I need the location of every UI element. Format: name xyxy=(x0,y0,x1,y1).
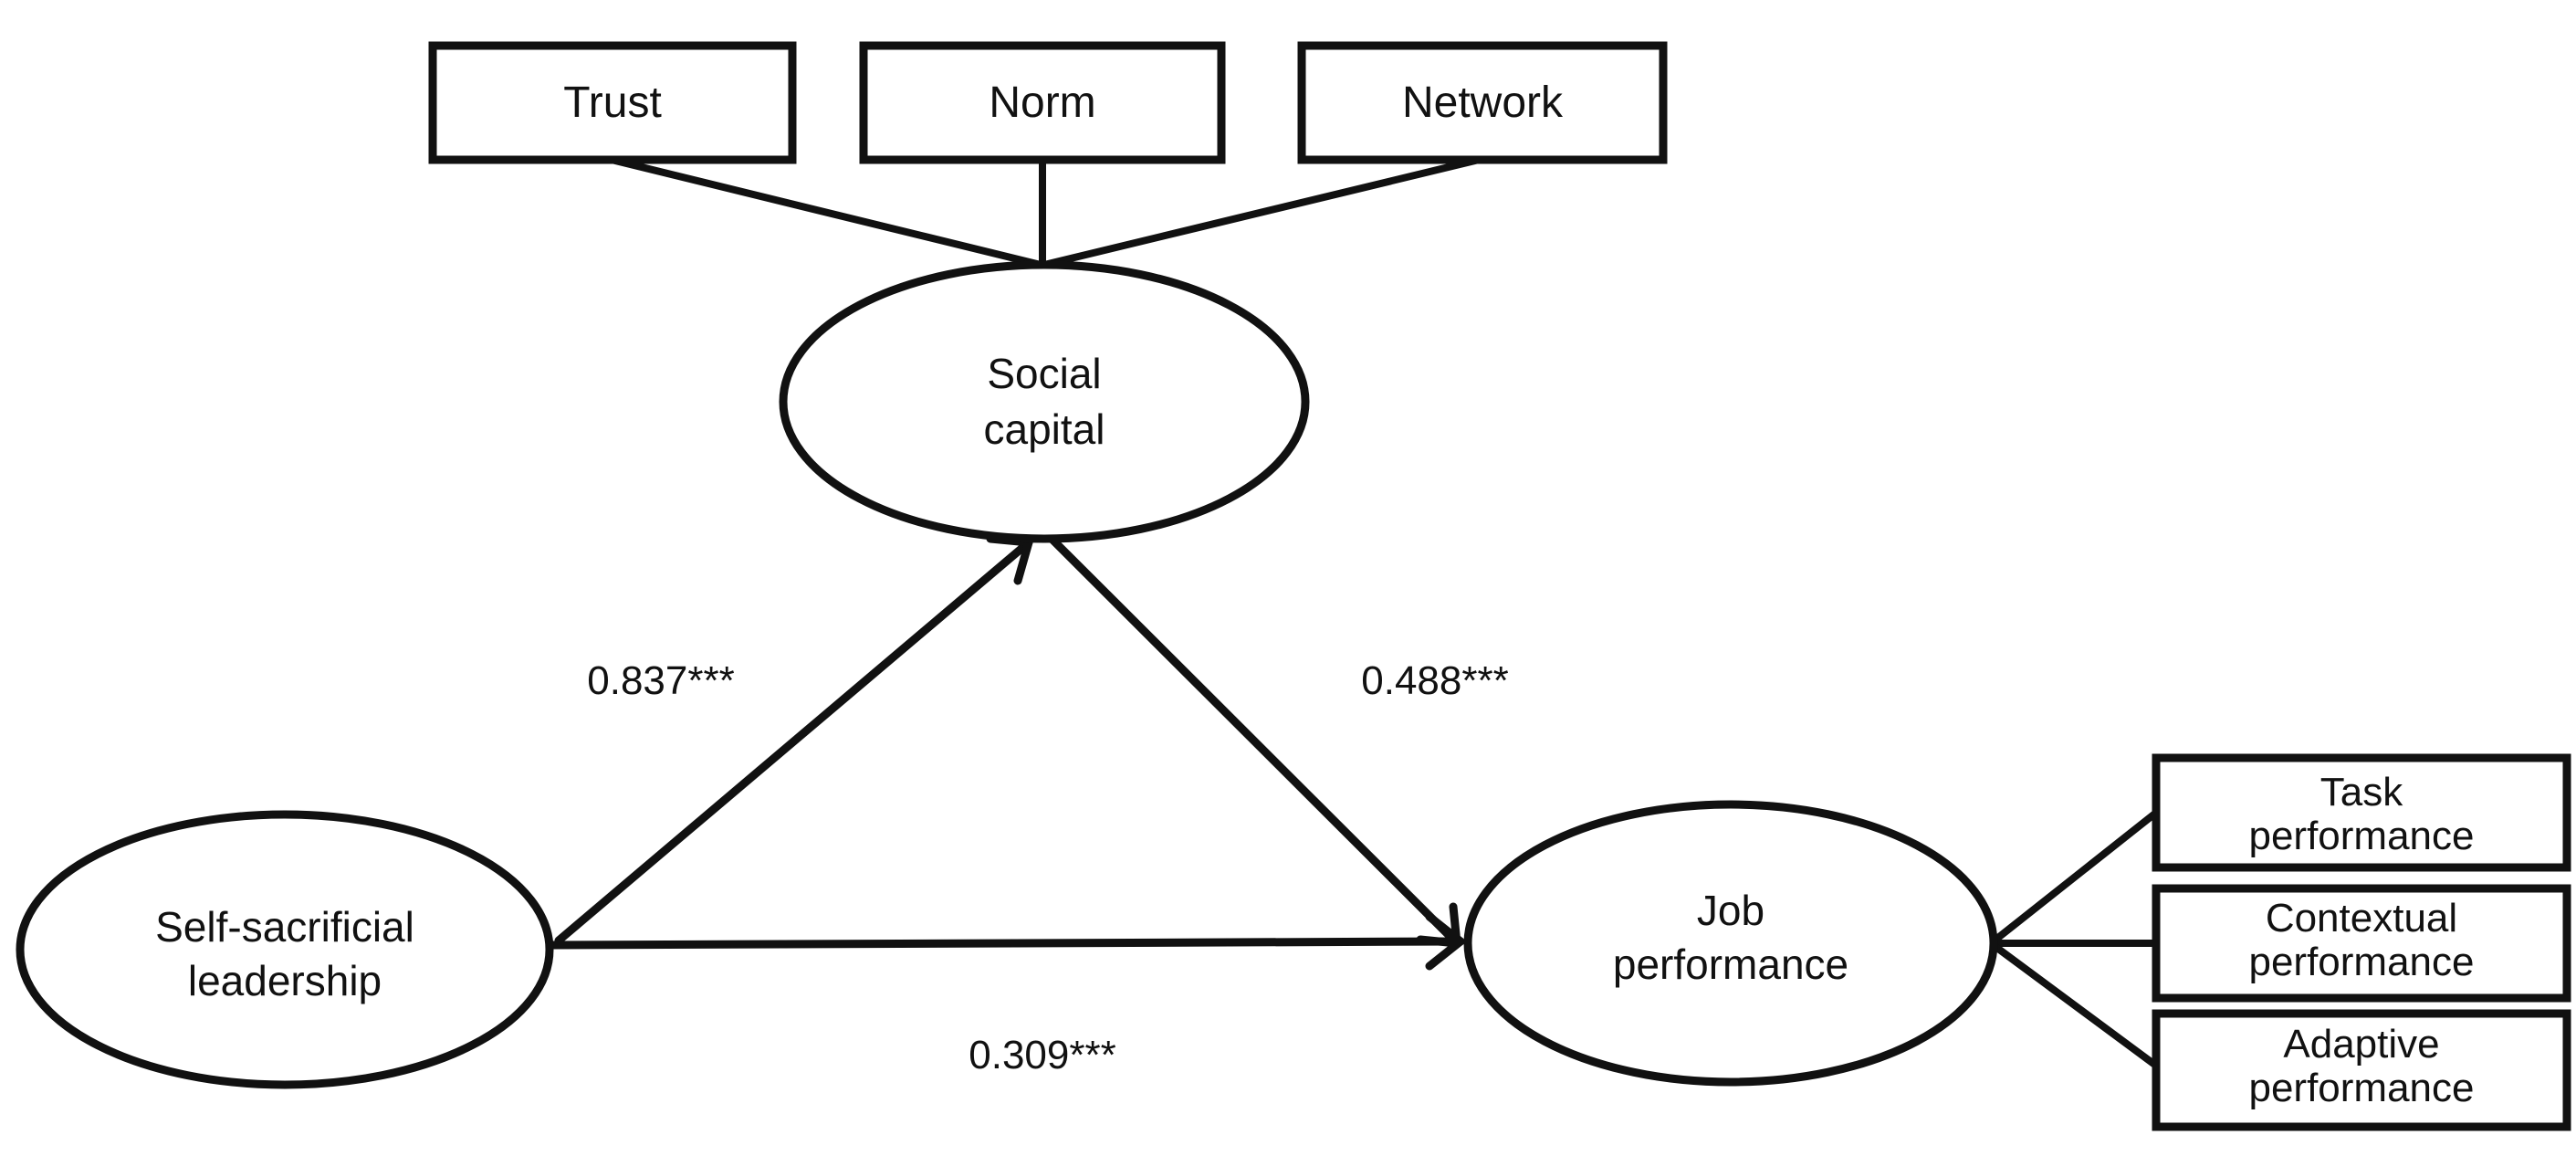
self-sacrificial-leadership-ellipse xyxy=(16,810,554,1089)
adaptive-performance-label-line1: Adaptive xyxy=(2283,1022,2439,1067)
leadership-to-job-performance-arrowhead xyxy=(1425,912,1465,971)
task-performance-connector xyxy=(1991,809,2160,944)
task-performance-label-line1: Task xyxy=(2320,770,2403,814)
social-capital-to-job-performance-arrow xyxy=(1047,534,1461,948)
social-capital-label-line2: capital xyxy=(984,405,1105,453)
task-performance-label-line2: performance xyxy=(2248,814,2474,858)
leadership-to-job-performance-coefficient: 0.309*** xyxy=(969,1033,1115,1077)
self-sacrificial-leadership-label-line1: Self-sacrificial xyxy=(155,903,414,951)
social-capital-to-job-performance-coefficient: 0.488*** xyxy=(1361,658,1508,703)
leadership-to-social-capital-coefficient: 0.837*** xyxy=(587,658,734,703)
social-capital-label-line1: Social xyxy=(987,350,1101,397)
network-label: Network xyxy=(1402,79,1564,127)
leadership-to-job-performance-arrow xyxy=(547,937,1465,950)
trust-label: Trust xyxy=(563,79,662,127)
social-capital-ellipse xyxy=(779,260,1310,543)
contextual-performance-label-line2: performance xyxy=(2248,940,2474,984)
norm-label: Norm xyxy=(989,79,1095,127)
network-connector xyxy=(1041,156,1482,268)
self-sacrificial-leadership-label-line2: leadership xyxy=(188,957,382,1004)
contextual-performance-box xyxy=(2152,884,2571,1003)
job-performance-label-line2: performance xyxy=(1613,941,1848,988)
contextual-performance-label-line1: Contextual xyxy=(2266,896,2457,941)
job-performance-label-line1: Job xyxy=(1697,887,1764,934)
trust-box xyxy=(428,41,797,164)
adaptive-performance-box xyxy=(2152,1009,2571,1131)
norm-box xyxy=(859,41,1226,164)
adaptive-performance-label-line2: performance xyxy=(2248,1066,2474,1110)
leadership-to-social-capital-arrow xyxy=(554,538,1033,945)
adaptive-performance-connector xyxy=(1991,942,2160,1069)
task-performance-box xyxy=(2152,753,2571,872)
network-box xyxy=(1297,41,1668,164)
job-performance-ellipse xyxy=(1463,800,1998,1087)
trust-connector xyxy=(608,156,1044,268)
